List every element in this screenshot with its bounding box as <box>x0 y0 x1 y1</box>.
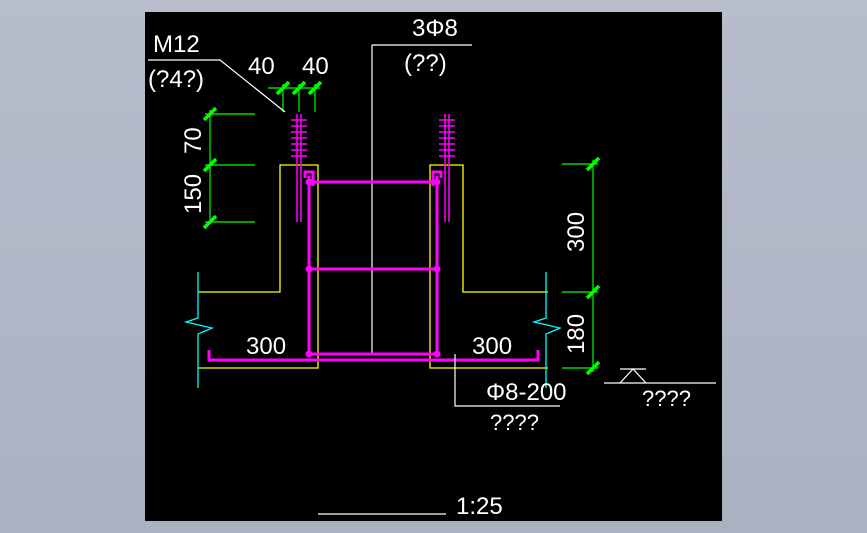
top-bar-label: 3Φ8 <box>412 15 458 42</box>
rebar-dot <box>433 350 441 358</box>
rebar-dot <box>305 178 313 186</box>
dim-bolt-spacing-right: 40 <box>302 53 329 80</box>
dim-height-lower: 180 <box>563 314 590 354</box>
rebar-dot <box>305 265 313 273</box>
rebar-dot <box>433 265 441 273</box>
stirrup-label: Φ8-200 <box>486 379 567 406</box>
dim-bolt-embed-top: 70 <box>180 127 207 154</box>
top-bar-note-label: (??) <box>404 50 447 77</box>
rebar-cage <box>207 170 540 362</box>
leader-lines <box>148 59 716 515</box>
dim-height-upper: 300 <box>563 212 590 252</box>
concrete-outline <box>198 164 548 369</box>
dimension-lines <box>205 84 598 372</box>
cad-viewport[interactable] <box>145 12 722 521</box>
dimension-ticks <box>202 80 601 376</box>
soil-break-lines <box>183 272 563 388</box>
dim-bolt-spacing-left: 40 <box>248 53 275 80</box>
anchor-bolt-right <box>439 114 455 222</box>
dim-flange-right: 300 <box>472 333 512 360</box>
stirrup-note-label: ???? <box>490 410 539 435</box>
ground-note-label: ???? <box>642 386 691 411</box>
rebar-dots <box>305 178 441 358</box>
center-axis <box>371 44 472 353</box>
bolt-name-label: M12 <box>153 31 200 58</box>
bolt-note-label: (?4?) <box>148 66 204 93</box>
scale-label: 1:25 <box>456 493 503 520</box>
anchor-bolt-left <box>291 114 307 222</box>
rebar-dot <box>305 350 313 358</box>
dim-bolt-embed-bottom: 150 <box>180 174 207 214</box>
rebar-dot <box>433 178 441 186</box>
dim-flange-left: 300 <box>246 333 286 360</box>
